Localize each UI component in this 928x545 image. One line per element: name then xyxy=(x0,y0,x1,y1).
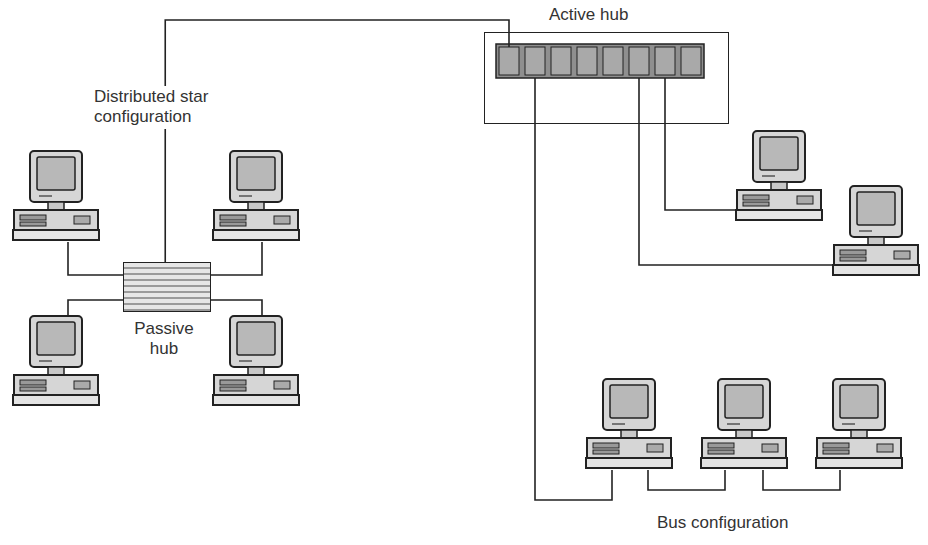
hub-ports xyxy=(496,44,704,78)
computer xyxy=(586,379,672,468)
hub-wires xyxy=(509,32,840,500)
computer xyxy=(833,186,919,275)
hub-label: Active hub xyxy=(549,5,628,25)
computer xyxy=(13,316,99,405)
configuration-label: Distributed star configuration xyxy=(92,86,256,129)
computer xyxy=(213,316,299,405)
computer xyxy=(13,151,99,240)
configuration-label: Bus configuration xyxy=(655,512,790,534)
network-cable xyxy=(165,20,509,262)
passive-hub: Passive hub xyxy=(123,262,211,312)
hub-label: Passive hub xyxy=(122,319,206,360)
computer xyxy=(816,379,902,468)
computer xyxy=(701,379,787,468)
active-hub: Active hub xyxy=(484,32,729,124)
computer xyxy=(213,151,299,240)
computer xyxy=(736,131,822,220)
